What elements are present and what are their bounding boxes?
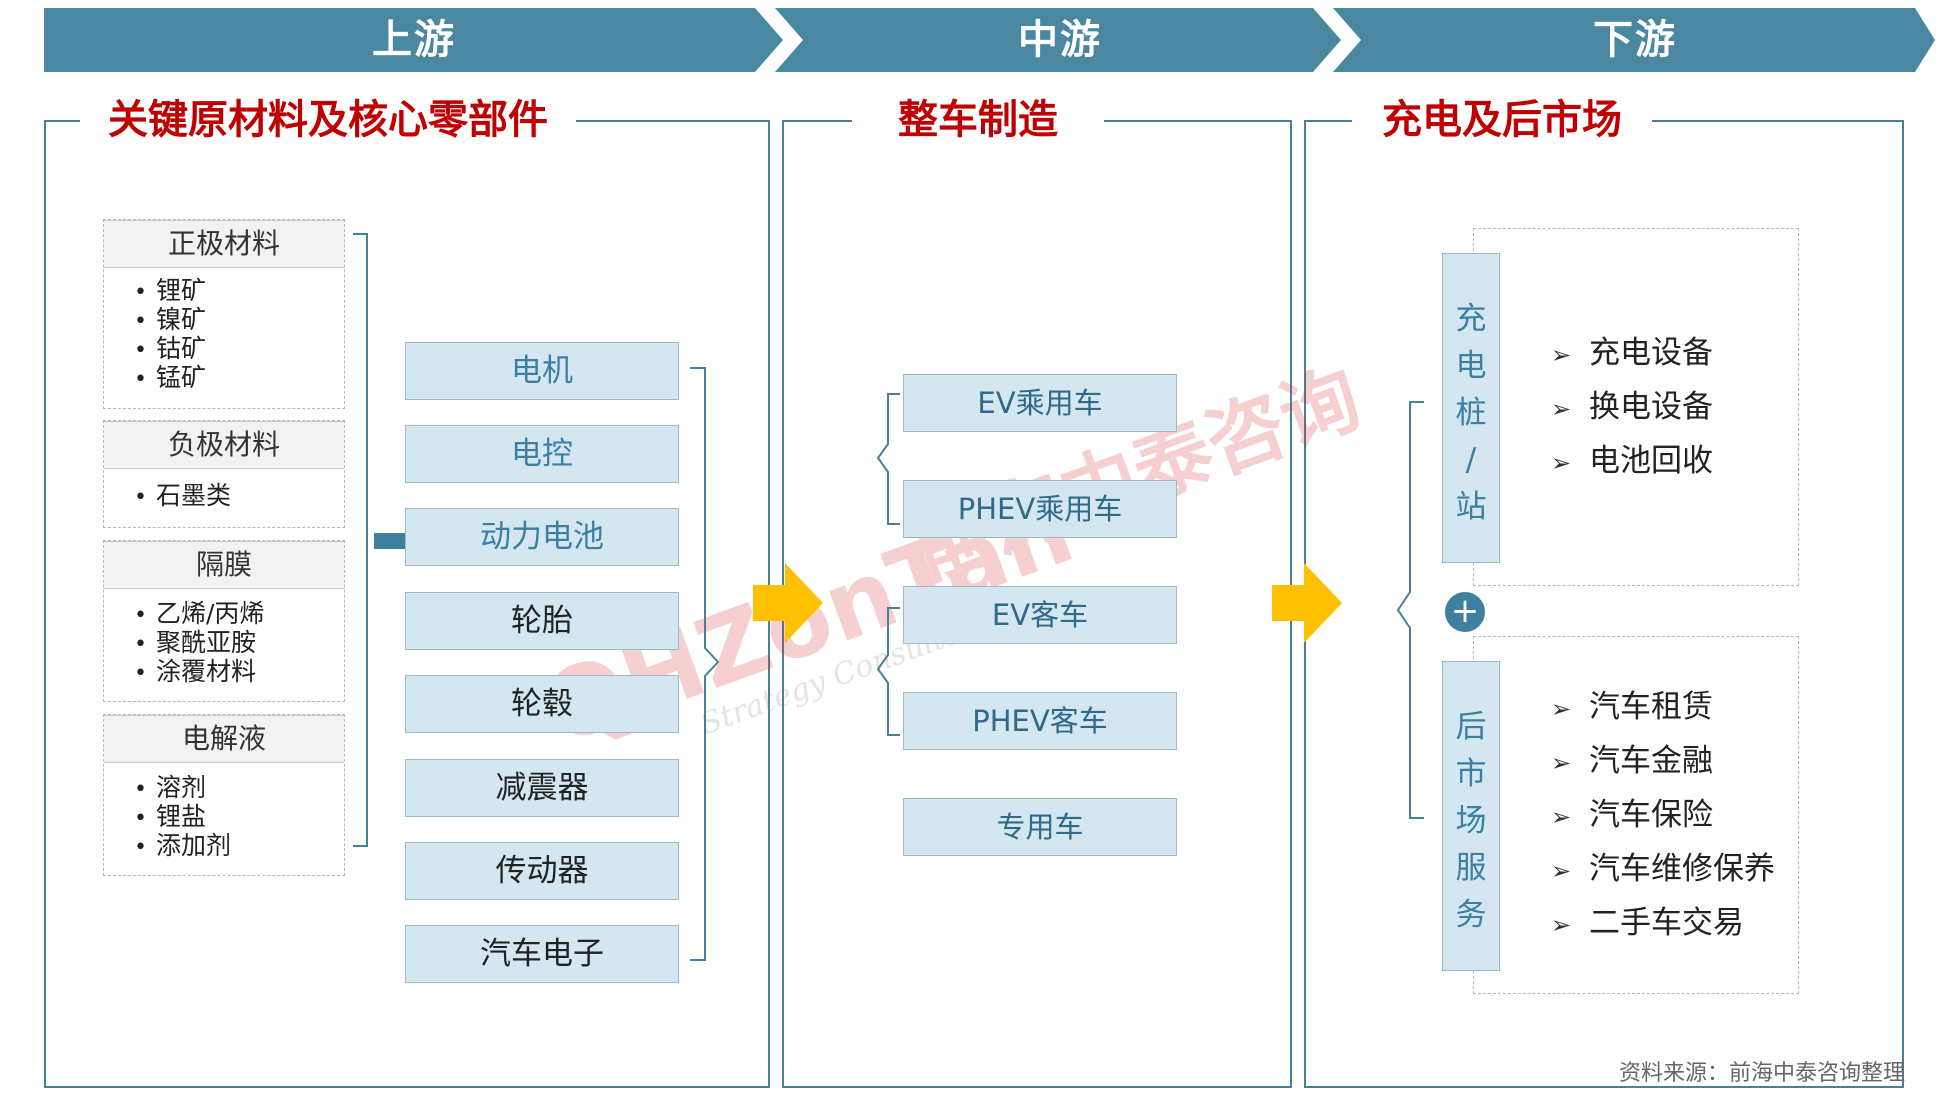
material-card-electrolyte: 电解液 •溶剂 •锂盐 •添加剂 [103, 714, 345, 876]
vehicle-box: EV乘用车 [903, 374, 1177, 432]
material-items: •乙烯/丙烯 •聚酰亚胺 •涂覆材料 [134, 599, 264, 686]
arrow-bullet-icon: ➢ [1551, 911, 1572, 939]
plus-icon: + [1445, 592, 1485, 632]
material-card-separator: 隔膜 •乙烯/丙烯 •聚酰亚胺 •涂覆材料 [103, 540, 345, 702]
material-items: •石墨类 [134, 481, 231, 510]
component-box: 电控 [405, 425, 679, 483]
vehicle-box: PHEV客车 [903, 692, 1177, 750]
component-box: 传动器 [405, 842, 679, 900]
list-item: ➢换电设备 [1551, 380, 1713, 434]
component-box: 轮胎 [405, 592, 679, 650]
list-item: •涂覆材料 [134, 657, 257, 686]
list-item: •添加剂 [134, 831, 232, 860]
component-box: 电机 [405, 342, 679, 400]
components-bracket [690, 367, 720, 961]
list-item: ➢汽车租赁 [1551, 680, 1775, 734]
arrow-bullet-icon: ➢ [1551, 749, 1572, 777]
stage-chevrons [44, 8, 1935, 72]
materials-bracket [353, 233, 368, 847]
list-item: ➢二手车交易 [1551, 896, 1775, 950]
list-item: ➢汽车维修保养 [1551, 842, 1775, 896]
material-items: •溶剂 •锂盐 •添加剂 [134, 773, 231, 860]
upstream-to-midstream-arrow [753, 563, 823, 643]
material-name: 负极材料 [104, 421, 344, 469]
list-item: •锂盐 [134, 802, 207, 831]
stage-upstream-label: 上游 [372, 17, 456, 63]
charging-services-list: ➢充电设备 ➢换电设备 ➢电池回收 [1551, 326, 1713, 488]
list-item: •镍矿 [134, 305, 207, 334]
material-name: 隔膜 [104, 541, 344, 589]
list-item: •溶剂 [134, 773, 207, 802]
material-card-cathode: 正极材料 •锂矿 •镍矿 •钴矿 •锰矿 [103, 219, 345, 409]
stage-midstream-label: 中游 [1018, 17, 1102, 63]
bus-bracket [876, 607, 900, 736]
list-item: ➢电池回收 [1551, 434, 1713, 488]
component-box: 轮毂 [405, 675, 679, 733]
material-card-anode: 负极材料 •石墨类 [103, 420, 345, 528]
list-item: ➢充电设备 [1551, 326, 1713, 380]
list-item: •钴矿 [134, 334, 207, 363]
arrow-bullet-icon: ➢ [1551, 449, 1572, 477]
component-box: 汽车电子 [405, 925, 679, 983]
list-item: ➢汽车保险 [1551, 788, 1775, 842]
charging-pile-label: 充 电 桩 / 站 [1442, 253, 1500, 563]
arrow-bullet-icon: ➢ [1551, 695, 1572, 723]
material-name: 电解液 [104, 715, 344, 763]
component-box: 动力电池 [405, 508, 679, 566]
midstream-to-downstream-arrow [1272, 563, 1342, 643]
vehicle-box: EV客车 [903, 586, 1177, 644]
midstream-title: 整车制造 [852, 95, 1104, 145]
list-item: •乙烯/丙烯 [134, 599, 265, 628]
material-name: 正极材料 [104, 220, 344, 268]
arrow-bullet-icon: ➢ [1551, 395, 1572, 423]
downstream-title: 充电及后市场 [1352, 95, 1652, 145]
list-item: •锰矿 [134, 363, 207, 392]
upstream-title: 关键原材料及核心零部件 [80, 95, 576, 145]
arrow-bullet-icon: ➢ [1551, 341, 1572, 369]
arrow-bullet-icon: ➢ [1551, 857, 1572, 885]
stage-downstream-label: 下游 [1593, 17, 1677, 63]
source-note: 资料来源：前海中泰咨询整理 [1618, 1061, 1905, 1086]
aftermarket-services-list: ➢汽车租赁 ➢汽车金融 ➢汽车保险 ➢汽车维修保养 ➢二手车交易 [1551, 680, 1775, 950]
aftermarket-label: 后 市 场 服 务 [1442, 661, 1500, 971]
list-item: •聚酰亚胺 [134, 628, 257, 657]
material-items: •锂矿 •镍矿 •钴矿 •锰矿 [134, 276, 206, 392]
passenger-bracket [876, 393, 900, 525]
vehicle-box: 专用车 [903, 798, 1177, 856]
list-item: ➢汽车金融 [1551, 734, 1775, 788]
list-item: •锂矿 [134, 276, 207, 305]
arrow-bullet-icon: ➢ [1551, 803, 1572, 831]
vehicle-box: PHEV乘用车 [903, 480, 1177, 538]
component-box: 减震器 [405, 759, 679, 817]
list-item: •石墨类 [134, 481, 232, 510]
downstream-bracket [1396, 401, 1424, 819]
